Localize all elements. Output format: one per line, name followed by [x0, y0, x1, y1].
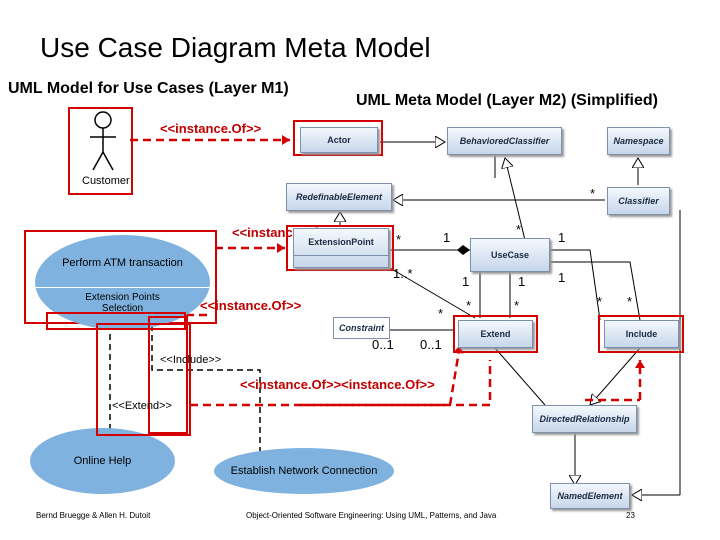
page-number: 23 — [626, 511, 635, 520]
footer-book: Object-Oriented Software Engineering: Us… — [246, 511, 497, 520]
usecase-network-connection-label: Establish Network Connection — [230, 465, 378, 477]
class-redefinable-element[interactable]: RedefinableElement — [286, 183, 392, 211]
mult-extend-star-a: * — [466, 298, 472, 313]
actor-class-highlight — [293, 120, 383, 156]
class-namespace[interactable]: Namespace — [607, 127, 670, 155]
m2-heading: UML Meta Model (Layer M2) (Simplified) — [356, 92, 658, 109]
class-behaviored-classifier[interactable]: BehavioredClassifier — [447, 127, 562, 155]
mult-zero-one-a: 0..1 — [372, 337, 394, 352]
mult-include-star-a: * — [597, 294, 603, 309]
actor-highlight-box — [68, 107, 133, 195]
class-extension-point[interactable]: ExtensionPoint — [293, 228, 389, 268]
class-include[interactable]: Include — [604, 320, 679, 348]
class-named-element[interactable]: NamedElement — [550, 483, 630, 509]
instanceof-extend-arrow — [190, 344, 464, 407]
instanceof-label-constraint: <<instance.Of>> — [200, 298, 302, 313]
include-class-highlight — [598, 315, 684, 353]
class-actor-label: Actor — [327, 135, 351, 145]
usecase-online-help[interactable]: Online Help — [30, 428, 175, 494]
extension-point-highlight-box — [46, 312, 186, 330]
include-stereotype: <<Include>> — [160, 354, 222, 366]
usecase-perform-atm[interactable]: Perform ATM transaction Extension Points… — [35, 235, 210, 330]
extension-point-selection: Selection — [101, 303, 144, 314]
class-named-element-label: NamedElement — [557, 491, 623, 501]
mult-uc-one-c: 1 — [558, 270, 566, 285]
class-redefinable-element-label: RedefinableElement — [295, 192, 383, 202]
class-extend[interactable]: Extend — [458, 320, 533, 348]
class-use-case[interactable]: UseCase — [470, 238, 550, 272]
m1-heading: UML Model for Use Cases (Layer M1) — [8, 80, 289, 97]
mult-ep-onestar: 1..* — [393, 266, 413, 281]
extend-stereotype: <<Extend>> — [112, 400, 172, 412]
mult-classifier-star: * — [590, 186, 596, 201]
class-actor[interactable]: Actor — [300, 127, 378, 153]
mult-constraint-star: * — [438, 306, 444, 321]
footer-authors: Bernd Bruegge & Allen H. Dutoit — [36, 511, 151, 520]
usecase-perform-atm-label: Perform ATM transaction — [62, 257, 183, 269]
usecase-online-help-label: Online Help — [73, 455, 132, 467]
class-use-case-label: UseCase — [490, 250, 530, 260]
mult-uc-one-a: 1 — [462, 274, 470, 289]
instanceof-label-actor: <<instance.Of>> — [160, 121, 262, 136]
class-extend-label: Extend — [480, 329, 511, 339]
extension-points-label: Extension Points — [85, 292, 160, 303]
instanceof-label-double: <<instance.Of>><instance.Of>> — [240, 377, 435, 392]
page-title: Use Case Diagram Meta Model — [40, 32, 431, 63]
actor-stick-figure — [90, 111, 116, 171]
class-classifier-label: Classifier — [618, 196, 659, 206]
class-directed-relationship-label: DirectedRelationship — [539, 414, 630, 424]
mult-zero-one-b: 0..1 — [420, 337, 442, 352]
class-namespace-label: Namespace — [613, 136, 664, 146]
extension-point-class-highlight — [286, 225, 394, 271]
mult-ep-star: * — [396, 232, 402, 247]
class-include-label: Include — [625, 329, 658, 339]
extend-class-highlight — [453, 315, 538, 353]
class-constraint[interactable]: Constraint — [333, 317, 390, 339]
class-extension-point-label: ExtensionPoint — [308, 237, 374, 247]
actor-name: Customer — [82, 175, 130, 187]
mult-extend-star-b: * — [514, 298, 520, 313]
class-constraint-label: Constraint — [339, 323, 384, 333]
mult-uc-one-right: 1 — [558, 230, 566, 245]
mult-uc-one-b: 1 — [518, 274, 526, 289]
mult-uc-star-top: * — [516, 222, 522, 237]
include-highlight-box — [148, 316, 188, 434]
class-classifier[interactable]: Classifier — [607, 187, 670, 215]
extend-highlight-box — [96, 323, 191, 436]
mult-include-star-b: * — [627, 294, 633, 309]
class-directed-relationship[interactable]: DirectedRelationship — [532, 405, 637, 433]
usecase-network-connection[interactable]: Establish Network Connection — [214, 448, 394, 494]
include-dependency — [151, 325, 261, 460]
class-behaviored-classifier-label: BehavioredClassifier — [459, 136, 550, 146]
mult-ep-one: 1 — [443, 230, 451, 245]
